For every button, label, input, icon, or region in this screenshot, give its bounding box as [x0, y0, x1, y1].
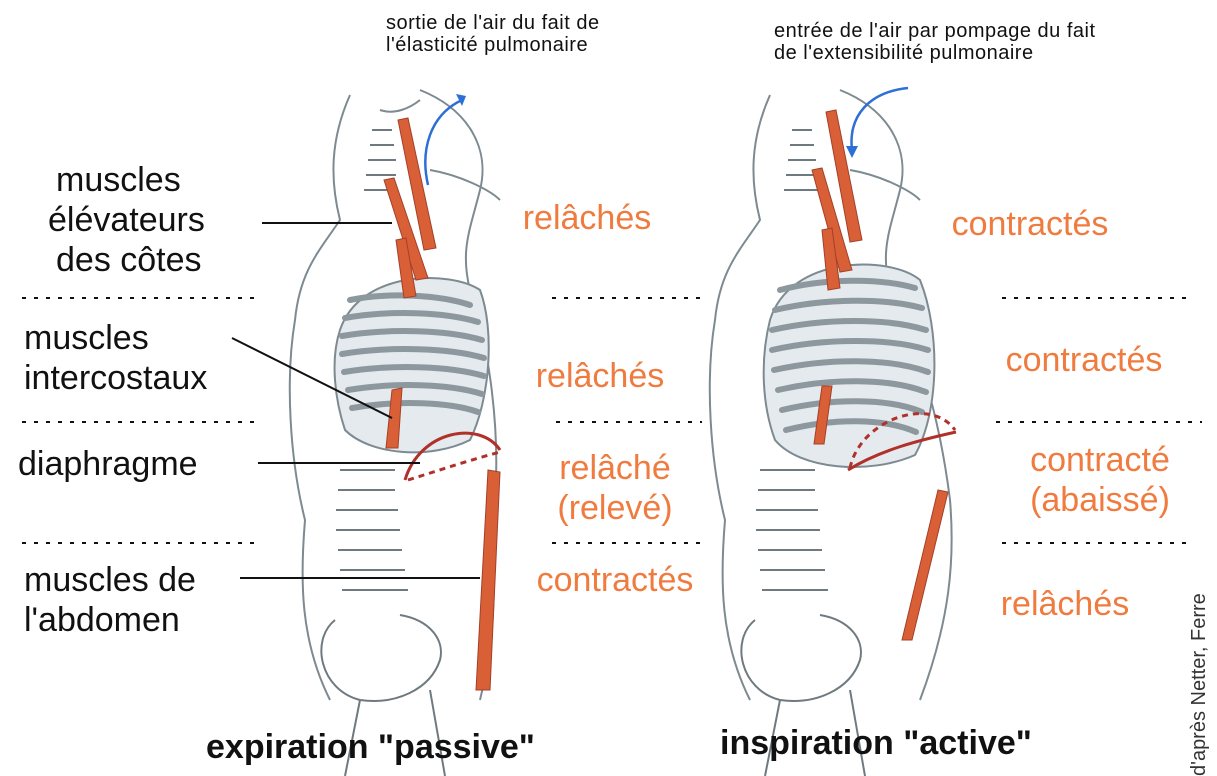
inspiration-ribcage: [764, 265, 935, 467]
inspiration-state-diaphragme: contracté (abaissé): [1010, 440, 1190, 520]
expiration-state-diaphragme-line2: (relevé): [540, 488, 690, 528]
expiration-ribcage: [335, 278, 489, 452]
label-elevateurs-line1: muscles: [56, 160, 205, 200]
label-elevateurs-line2: élévateurs: [48, 200, 205, 240]
expiration-state-elevateurs: relâchés: [512, 198, 662, 238]
inspiration-title: inspiration "active": [720, 724, 1032, 763]
label-abdomen-line1: muscles de: [24, 560, 196, 600]
expiration-air-caption-line2: l'élasticité pulmonaire: [386, 34, 600, 56]
expiration-air-caption-line1: sortie de l'air du fait de: [386, 12, 600, 34]
expiration-title: expiration "passive": [206, 728, 535, 767]
expiration-state-abdomen: contractés: [520, 560, 710, 600]
inspiration-air-caption-line2: de l'extensibilité pulmonaire: [774, 42, 1096, 64]
expiration-air-arrow: [425, 94, 466, 185]
inspiration-state-diaphragme-line1: contracté: [1010, 440, 1190, 480]
inspiration-state-diaphragme-line2: (abaissé): [1010, 480, 1190, 520]
label-intercostaux: muscles intercostaux: [24, 318, 207, 398]
inspiration-state-abdomen: relâchés: [980, 584, 1150, 624]
label-abdomen-line2: l'abdomen: [24, 600, 196, 640]
inspiration-state-intercostaux: contractés: [984, 340, 1184, 380]
label-elevateurs: muscles élévateurs des côtes: [56, 160, 205, 280]
expiration-state-diaphragme: relâché (relevé): [540, 448, 690, 528]
expiration-abdominal-muscle: [476, 470, 500, 690]
expiration-pelvis: [321, 615, 441, 701]
label-diaphragme: diaphragme: [18, 444, 198, 484]
inspiration-air-caption: entrée de l'air par pompage du fait de l…: [774, 20, 1096, 64]
expiration-state-intercostaux: relâchés: [520, 356, 680, 396]
label-intercostaux-line2: intercostaux: [24, 358, 207, 398]
image-credit: d'après Netter, Ferre: [1188, 593, 1211, 776]
inspiration-abdominal-muscle: [902, 490, 948, 640]
inspiration-air-caption-line1: entrée de l'air par pompage du fait: [774, 20, 1096, 42]
expiration-state-diaphragme-line1: relâché: [540, 448, 690, 488]
expiration-air-caption: sortie de l'air du fait de l'élasticité …: [386, 12, 600, 56]
inspiration-state-elevateurs: contractés: [930, 204, 1130, 244]
label-elevateurs-line3: des côtes: [56, 240, 205, 280]
inspiration-pelvis: [741, 615, 861, 701]
label-abdomen: muscles de l'abdomen: [24, 560, 196, 640]
label-intercostaux-line1: muscles: [24, 318, 207, 358]
